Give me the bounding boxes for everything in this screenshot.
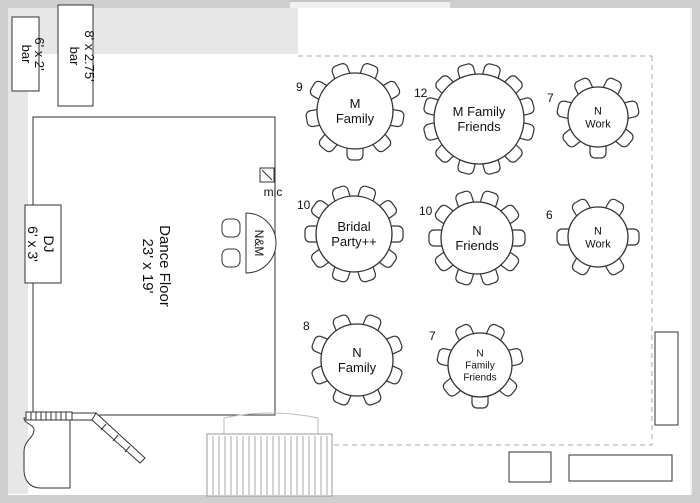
wall-right (692, 0, 700, 503)
bar-2: bar 8' x 2.75' (57, 4, 97, 107)
table-seat-count: 7 (547, 91, 554, 105)
table-label: Bridal (337, 219, 370, 234)
table-seat-count: 10 (297, 198, 311, 212)
mic-stand: mic (259, 167, 283, 199)
table-seat-count: 8 (303, 319, 310, 333)
piano (23, 411, 146, 489)
table-top (567, 206, 629, 268)
table-label: Work (585, 118, 611, 130)
table-label: Friends (457, 119, 501, 134)
table-label: M Family (453, 104, 506, 119)
table-label: N (594, 105, 602, 117)
table-seat-count: 6 (546, 208, 553, 222)
table-label: N (472, 223, 481, 238)
alcove (8, 8, 298, 54)
table-top (433, 73, 525, 165)
table-label: Party++ (331, 234, 377, 249)
dance-floor: Dance Floor 23' x 19' (32, 116, 276, 416)
table-seat-count: 7 (429, 329, 436, 343)
side-aisle (8, 54, 28, 494)
table-label: Family (465, 361, 494, 372)
table-label: Work (585, 238, 611, 250)
table-label: Friends (463, 373, 496, 384)
table-label: N (352, 345, 361, 360)
table-label: Family (338, 360, 377, 375)
sweetheart-label: N&M (252, 230, 266, 257)
sweetheart-table: N&M (221, 212, 277, 274)
stairs (206, 412, 333, 497)
table-label: M (350, 96, 361, 111)
table-label: N (594, 225, 602, 237)
wall-bottom (0, 495, 700, 503)
wall-top-left (0, 0, 290, 8)
bar-2-name: bar (67, 47, 82, 66)
wall-left (0, 0, 8, 503)
bar-1: bar 6' x 2' (11, 16, 47, 92)
table-label: N (476, 349, 483, 360)
wall-top-right (450, 0, 700, 8)
table-top (567, 86, 629, 148)
long-table-right (654, 331, 679, 426)
bar-1-size: 6' x 2' (32, 37, 47, 70)
table-seat-count: 12 (414, 86, 428, 100)
table-top (440, 201, 514, 275)
table-seat-count: 10 (419, 204, 433, 218)
dj-name: DJ (41, 235, 57, 252)
table-seat-count: 9 (296, 80, 303, 94)
bar-2-size: 8' x 2.75' (82, 30, 97, 81)
side-table (508, 451, 552, 483)
dance-floor-size: 23' x 19' (139, 239, 156, 294)
table-top (315, 195, 393, 273)
bar-1-name: bar (19, 45, 34, 64)
table-top (447, 332, 513, 398)
dj-booth: DJ 6' x 3' (24, 204, 62, 284)
dance-floor-title: Dance Floor (156, 225, 173, 307)
mic-label: mic (264, 185, 283, 199)
long-table-bottom (568, 454, 673, 482)
table-top (320, 323, 394, 397)
table-label: Family (336, 111, 375, 126)
dj-size: 6' x 3' (25, 226, 41, 262)
table-label: Friends (455, 238, 499, 253)
table-top (316, 72, 394, 150)
